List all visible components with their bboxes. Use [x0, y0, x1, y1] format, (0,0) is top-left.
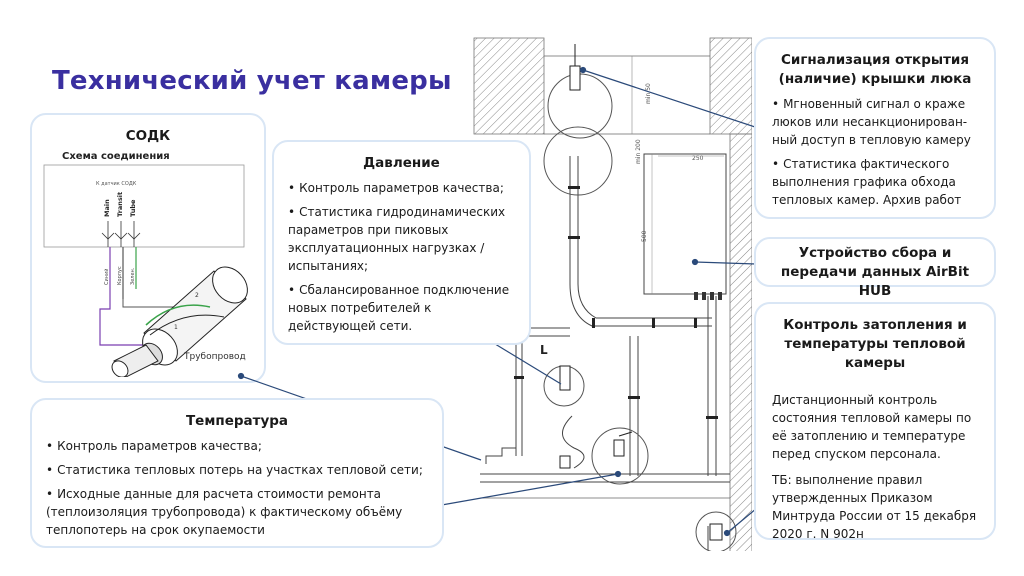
hatch-alarm-card: Сигнализация открытия (наличие) крышки л…: [754, 37, 996, 219]
temperature-item: •Исходные данные для расчета стоимости р…: [46, 487, 403, 537]
flood-control-card: Контроль затопления и температуры теплов…: [754, 302, 996, 541]
dim-side: min 200: [635, 139, 642, 164]
terminal-transit: Transit: [116, 192, 124, 217]
pressure-item: •Контроль параметров качества;: [288, 181, 504, 195]
hub-title: Устройство сбора и передачи данных AirBi…: [780, 245, 970, 299]
pipe-label: Трубопровод: [183, 352, 246, 362]
sodk-card: СОДК Схема соединения К датчик СОДК Main…: [30, 113, 266, 383]
dim-height: 500: [641, 230, 648, 242]
temperature-item: •Статистика тепловых потерь на участках …: [46, 463, 423, 477]
hatch-item: •Мгновенный сигнал о краже люков или нес…: [772, 97, 971, 147]
terminal-main: Main: [103, 199, 111, 217]
temperature-card: Температура •Контроль параметров качеств…: [30, 398, 444, 548]
chamber-technical-drawing: min 50 250 500 min 200 L: [473, 37, 752, 551]
flood-title: Контроль затопления и температуры теплов…: [783, 317, 967, 371]
wire-green: Зелен.: [130, 267, 136, 285]
device-label: К датчик СОДК: [96, 181, 137, 187]
pressure-title: Давление: [363, 155, 440, 171]
page-title: Технический учет камеры: [52, 66, 452, 96]
terminal-tube: Tube: [129, 199, 137, 217]
wire-blue: Синий: [103, 268, 110, 285]
temperature-title: Температура: [185, 413, 289, 429]
pipe-number-2: 2: [195, 292, 199, 299]
hatch-title: Сигнализация открытия (наличие) крышки л…: [778, 52, 972, 87]
dim-top: min 50: [645, 83, 652, 104]
hub-card: Устройство сбора и передачи данных AirBi…: [754, 237, 996, 299]
pressure-item: •Сбалансированное подключение новых потр…: [288, 283, 510, 333]
scheme-title: Схема соединения: [62, 151, 170, 162]
temperature-item: •Контроль параметров качества;: [46, 439, 262, 453]
sodk-connection-diagram: Схема соединения К датчик СОДК Main Tran…: [43, 151, 248, 377]
pressure-card: Давление •Контроль параметров качества; …: [272, 140, 531, 345]
dim-width: 250: [692, 155, 704, 162]
pressure-item: •Статистика гидродинамических параметров…: [288, 205, 506, 273]
pipe-number-1: 1: [174, 324, 178, 331]
hatch-item: •Статистика фактического выполнения граф…: [772, 157, 962, 207]
wire-body: Корпус: [117, 266, 123, 285]
flood-regulation: ТБ: выполнение правил утвержденных Прика…: [772, 473, 977, 541]
sodk-title: СОДК: [125, 128, 171, 144]
drawing-marker: L: [540, 343, 548, 357]
flood-paragraph: Дистанционный контроль состояния теплово…: [772, 393, 972, 461]
